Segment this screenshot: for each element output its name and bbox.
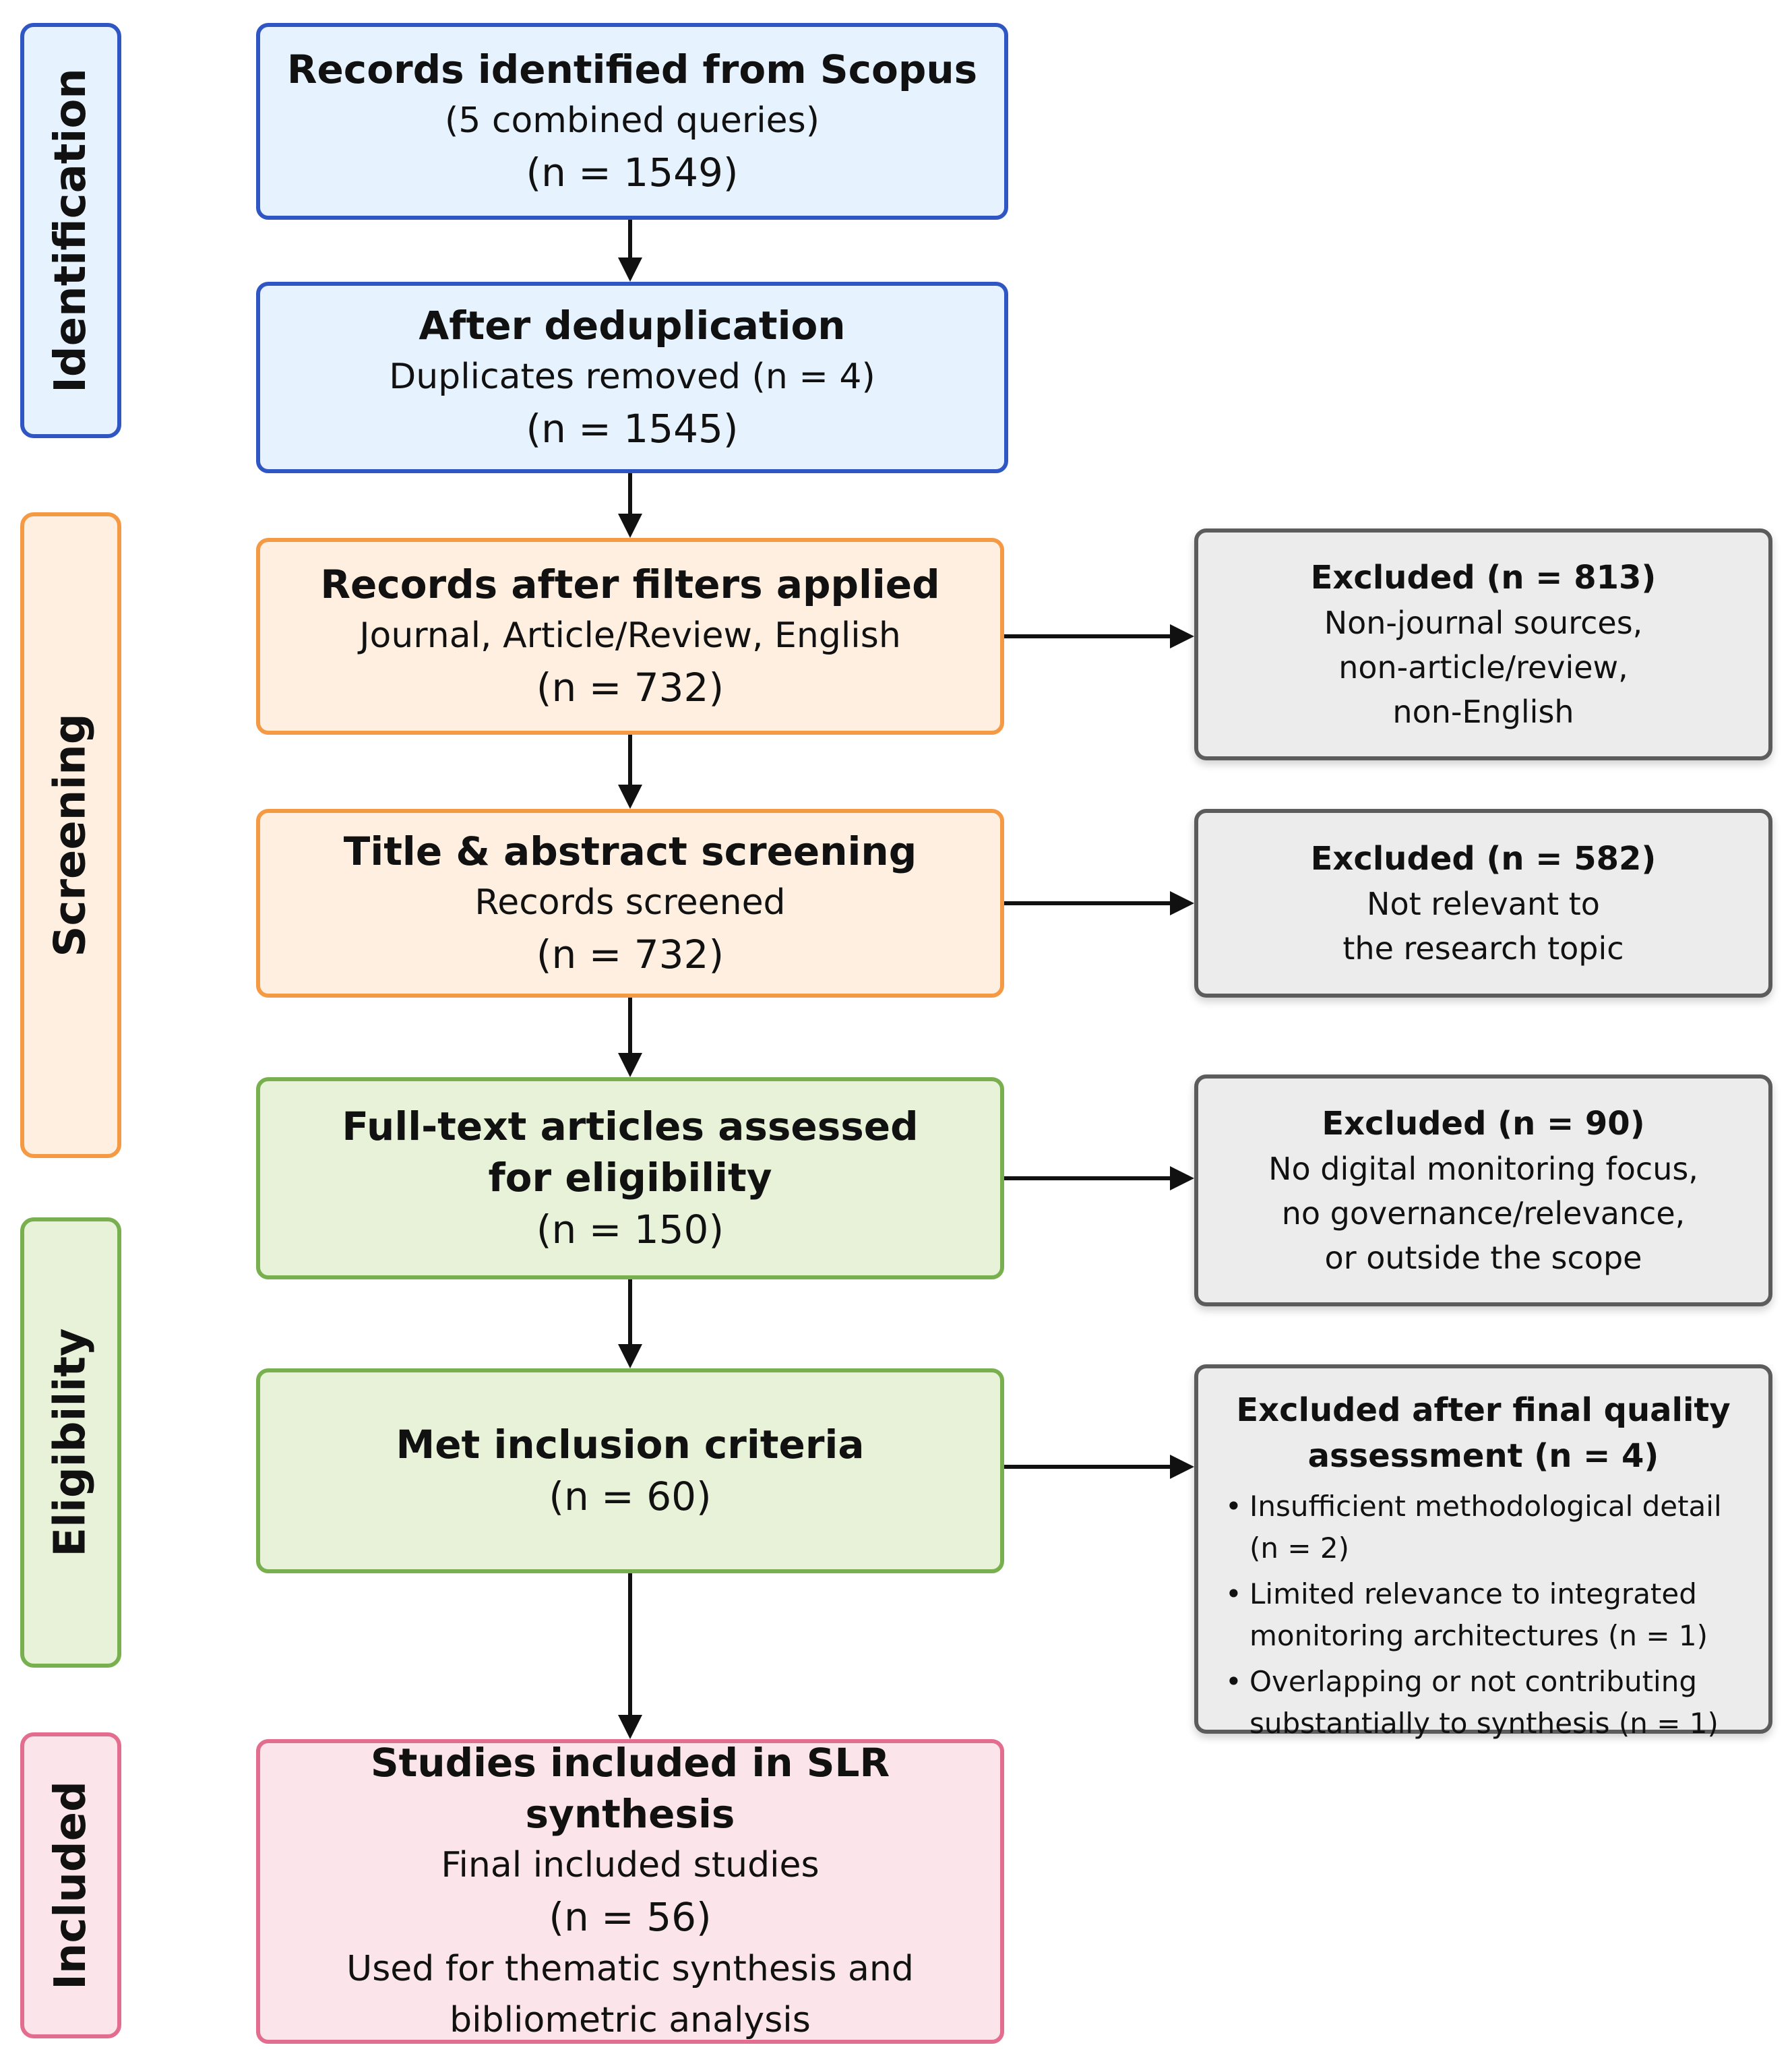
full-text-box: Full-text articles assessed for eligibil… bbox=[256, 1077, 1004, 1279]
excluded-eligibility-box: Excluded (n = 90) No digital monitoring … bbox=[1194, 1074, 1772, 1306]
synthesis-subtitle: Final included studies bbox=[441, 1845, 820, 1885]
title-abstract-count: (n = 732) bbox=[536, 932, 724, 977]
inclusion-box: Met inclusion criteria (n = 60) bbox=[256, 1368, 1004, 1573]
excluded-screening-line1: Not relevant to bbox=[1367, 886, 1600, 922]
excluded-screening-box: Excluded (n = 582) Not relevant to the r… bbox=[1194, 809, 1772, 998]
full-text-title-line1: Full-text articles assessed bbox=[342, 1103, 919, 1149]
quality-reason-text: Overlapping or not contributing bbox=[1249, 1665, 1698, 1698]
quality-reason-text: monitoring architectures (n = 1) bbox=[1249, 1619, 1708, 1652]
quality-reason-text: Limited relevance to integrated bbox=[1249, 1577, 1697, 1610]
records-identified-subtitle: (5 combined queries) bbox=[444, 100, 820, 141]
stage-identification: Identification bbox=[20, 23, 121, 438]
excluded-quality-title-line2: assessment (n = 4) bbox=[1307, 1437, 1659, 1475]
excluded-quality-reasons: Insufficient methodological detail (n = … bbox=[1214, 1486, 1752, 1749]
deduplication-title: After deduplication bbox=[419, 303, 846, 348]
title-abstract-box: Title & abstract screening Records scree… bbox=[256, 809, 1004, 998]
quality-reason-text: Insufficient methodological detail (n = … bbox=[1249, 1490, 1722, 1565]
quality-reason-item: Limited relevance to integrated monitori… bbox=[1221, 1573, 1752, 1657]
excluded-eligibility-line1: No digital monitoring focus, bbox=[1268, 1151, 1698, 1187]
excluded-quality-box: Excluded after final quality assessment … bbox=[1194, 1364, 1772, 1740]
excluded-quality-title-line1: Excluded after final quality bbox=[1236, 1391, 1731, 1429]
title-abstract-subtitle: Records screened bbox=[474, 882, 786, 923]
quality-reason-item: Insufficient methodological detail (n = … bbox=[1221, 1486, 1752, 1569]
excluded-screening-title: Excluded (n = 582) bbox=[1310, 840, 1657, 878]
synthesis-note-line1: Used for thematic synthesis and bbox=[346, 1949, 914, 1989]
stage-eligibility: Eligibility bbox=[20, 1217, 121, 1668]
excluded-filters-title: Excluded (n = 813) bbox=[1310, 559, 1657, 597]
filters-applied-title: Records after filters applied bbox=[320, 562, 940, 607]
excluded-filters-line2: non-article/review, bbox=[1338, 649, 1628, 686]
synthesis-count: (n = 56) bbox=[549, 1894, 712, 1940]
deduplication-subtitle: Duplicates removed (n = 4) bbox=[389, 357, 875, 397]
stage-screening: Screening bbox=[20, 512, 121, 1158]
quality-reason-text: substantially to synthesis (n = 1) bbox=[1249, 1707, 1719, 1740]
deduplication-count: (n = 1545) bbox=[526, 406, 739, 452]
records-identified-box: Records identified from Scopus (5 combin… bbox=[256, 23, 1008, 220]
excluded-filters-box: Excluded (n = 813) Non-journal sources, … bbox=[1194, 528, 1772, 760]
full-text-count: (n = 150) bbox=[536, 1207, 724, 1252]
excluded-eligibility-line3: or outside the scope bbox=[1324, 1240, 1642, 1276]
excluded-filters-line3: non-English bbox=[1392, 694, 1574, 730]
filters-applied-box: Records after filters applied Journal, A… bbox=[256, 538, 1004, 735]
quality-reason-item: Overlapping or not contributing substant… bbox=[1221, 1661, 1752, 1745]
title-abstract-title: Title & abstract screening bbox=[343, 828, 917, 874]
filters-applied-subtitle: Journal, Article/Review, English bbox=[359, 615, 901, 656]
synthesis-title: Studies included in SLR synthesis bbox=[370, 1740, 890, 1837]
deduplication-box: After deduplication Duplicates removed (… bbox=[256, 282, 1008, 473]
synthesis-box: Studies included in SLR synthesis Final … bbox=[256, 1739, 1004, 2044]
full-text-title-line2: for eligibility bbox=[488, 1155, 772, 1201]
inclusion-title: Met inclusion criteria bbox=[396, 1422, 865, 1467]
records-identified-count: (n = 1549) bbox=[526, 150, 739, 195]
excluded-eligibility-title: Excluded (n = 90) bbox=[1322, 1105, 1645, 1143]
synthesis-note-line2: bibliometric analysis bbox=[450, 2000, 811, 2040]
excluded-filters-line1: Non-journal sources, bbox=[1324, 605, 1643, 641]
records-identified-title: Records identified from Scopus bbox=[286, 47, 978, 92]
excluded-eligibility-line2: no governance/relevance, bbox=[1281, 1195, 1686, 1232]
inclusion-count: (n = 60) bbox=[549, 1474, 712, 1519]
stage-included: Included bbox=[20, 1732, 121, 2038]
filters-applied-count: (n = 732) bbox=[536, 665, 724, 710]
excluded-screening-line2: the research topic bbox=[1342, 930, 1624, 967]
